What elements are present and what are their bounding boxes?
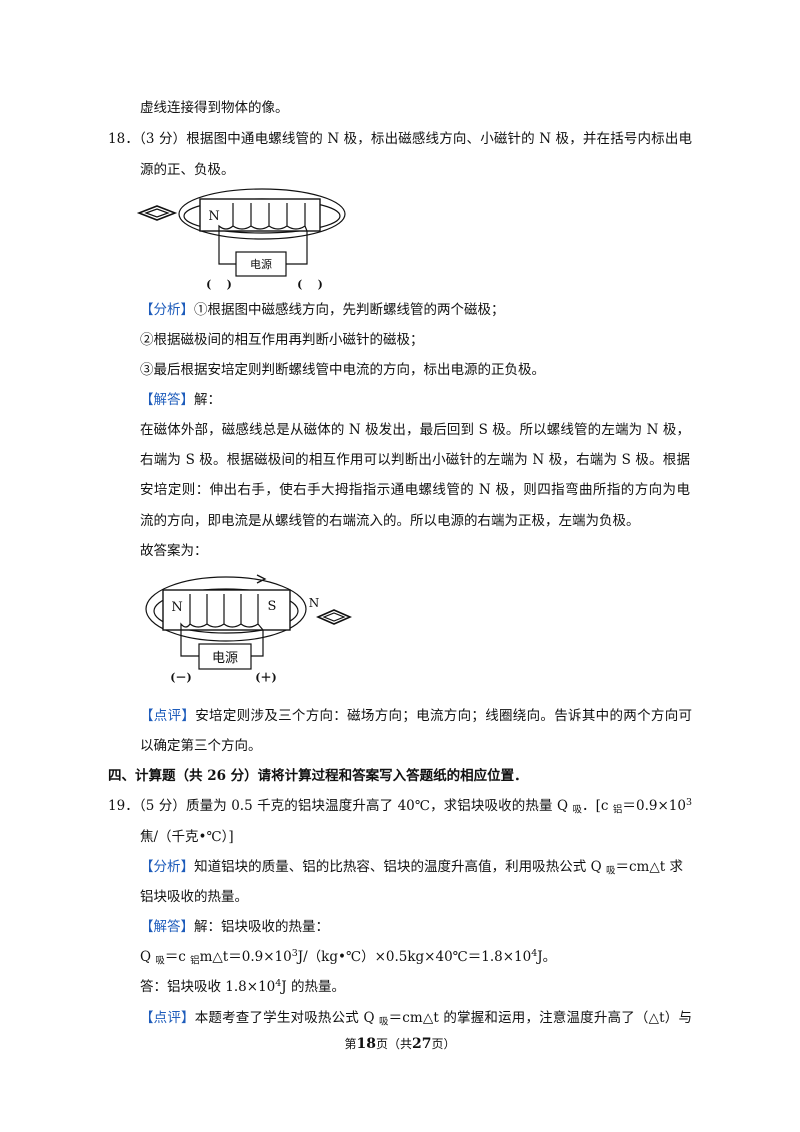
analysis-text: 知道铝块的质量、铝的比热容、铝块的温度升高值，利用吸热公式 Q xyxy=(194,859,606,875)
q18-number: 18． xyxy=(108,131,139,147)
comment-tag: 【点评】 xyxy=(140,1010,195,1026)
q18-answer-intro: 故答案为： xyxy=(140,543,208,559)
page-total: 27 xyxy=(412,1036,432,1052)
q19-solution-heading: 【解答】解：铝块吸收的热量： xyxy=(140,917,329,937)
q18-stem-line2: 源的正、负极。 xyxy=(140,162,235,178)
solenoid-coil xyxy=(218,203,308,232)
solenoid-body xyxy=(162,589,291,631)
q18-solution-line2: 右端为 S 极。根据磁极间的相互作用可以判断出小磁针的左端为 N 极，右端为 S… xyxy=(140,452,690,468)
page-footer: 第18页（共27页） xyxy=(0,1034,800,1054)
solenoid-n-label: N xyxy=(208,209,219,224)
q18-stem-text: （3 分）根据图中通电螺线管的 N 极，标出磁感线方向、小磁针的 N 极，并在括… xyxy=(139,131,692,147)
compass-needle-icon xyxy=(316,609,352,625)
q18-answer-diagram: N S N 电源 (－) (＋) xyxy=(145,574,352,684)
subscript: 吸 xyxy=(605,865,616,877)
solenoid-coil xyxy=(180,594,264,631)
solenoid-n-label: N xyxy=(171,600,182,615)
q19-number: 19． xyxy=(108,798,139,814)
formula-text: Q xyxy=(140,949,156,965)
comment-tag: 【点评】 xyxy=(140,708,196,724)
q18-stem-line1: 18．（3 分）根据图中通电螺线管的 N 极，标出磁感线方向、小磁针的 N 极，… xyxy=(108,129,692,149)
formula-text: J/（kg•℃）×0.5kg×40℃＝1.8×10 xyxy=(297,949,532,965)
field-line-outer xyxy=(178,188,346,240)
negative-terminal-label: (－) xyxy=(170,671,191,684)
positive-terminal-label: (＋) xyxy=(255,671,276,684)
superscript: 3 xyxy=(685,796,692,808)
footer-text: 页） xyxy=(431,1037,456,1051)
q18-solution-line4: 流的方向，即电流是从螺线管的右端流入的。所以电源的右端为正极，左端为负极。 xyxy=(140,513,640,529)
comment-text: 本题考查了学生对吸热公式 Q xyxy=(194,1010,379,1026)
q18-analysis-line3: ③最后根据安培定则判断螺线管中电流的方向，标出电源的正负极。 xyxy=(140,362,545,378)
page-number: 18 xyxy=(356,1036,376,1052)
q19-analysis-line2: 铝块吸收的热量。 xyxy=(140,889,248,905)
q18-solution-line1: 在磁体外部，磁感线总是从磁体的 N 极发出，最后回到 S 极。所以螺线管的左端为… xyxy=(140,422,690,438)
analysis-tag: 【分析】 xyxy=(140,859,195,875)
q18-solution-line3: 安培定则：伸出右手，使右手大拇指指示通电螺线管的 N 极，则四指弯曲所指的方向为… xyxy=(140,482,690,498)
formula-text: J。 xyxy=(537,949,557,965)
field-direction-arrow-icon xyxy=(256,574,267,584)
analysis-text: ＝cm△t 求 xyxy=(615,859,683,875)
solenoid-body xyxy=(199,198,321,232)
analysis-tag: 【分析】 xyxy=(140,302,194,318)
solution-intro: 解：铝块吸收的热量： xyxy=(194,919,329,935)
q19-formula: Q 吸＝c 铝m△t＝0.9×103J/（kg•℃）×0.5kg×40℃＝1.8… xyxy=(140,947,556,967)
compass-needle-inner xyxy=(322,612,346,622)
compass-needle-icon xyxy=(136,205,178,221)
subscript: 吸 xyxy=(155,955,165,967)
section-title: 四、计算题（共 26 分）请将计算过程和答案写入答题纸的相应位置． xyxy=(108,768,528,784)
subscript: 吸 xyxy=(572,804,582,816)
subscript: 铝 xyxy=(612,804,623,816)
comment-text: 安培定则涉及三个方向：磁场方向；电流方向；线圈绕向。告诉其中的两个方向可 xyxy=(195,708,693,724)
q19-comment-line1: 【点评】本题考查了学生对吸热公式 Q 吸＝cm△t 的掌握和运用，注意温度升高了… xyxy=(140,1008,692,1028)
q18-solution-heading: 【解答】解： xyxy=(140,390,221,410)
subscript: 吸 xyxy=(379,1016,389,1028)
q18-question-diagram: N 电源 ( ) ( ) xyxy=(136,188,346,291)
superscript: 4 xyxy=(531,947,538,959)
circuit-wire xyxy=(218,231,308,265)
field-line-inner xyxy=(153,588,299,634)
analysis-text: ①根据图中磁感线方向，先判断螺线管的两个磁极； xyxy=(194,302,505,318)
power-supply-label: 电源 xyxy=(250,257,272,271)
solution-intro: 解： xyxy=(194,392,221,408)
solution-tag: 【解答】 xyxy=(140,919,194,935)
right-terminal-bracket: ( ) xyxy=(297,278,323,291)
q18-comment-line1: 【点评】安培定则涉及三个方向：磁场方向；电流方向；线圈绕向。告诉其中的两个方向可 xyxy=(140,706,692,726)
formula-text: ＝c xyxy=(164,949,191,965)
needle-n-label: N xyxy=(309,596,320,610)
q18-analysis-line2: ②根据磁极间的相互作用再判断小磁针的磁极； xyxy=(140,332,424,348)
q18-analysis-line1: 【分析】①根据图中磁感线方向，先判断螺线管的两个磁极； xyxy=(140,300,505,320)
power-supply-box xyxy=(235,251,287,277)
q19-analysis-line1: 【分析】知道铝块的质量、铝的比热容、铝块的温度升高值，利用吸热公式 Q 吸＝cm… xyxy=(140,857,683,877)
circuit-wire xyxy=(180,630,264,657)
q19-stem-text: ＝0.9×10 xyxy=(622,798,686,814)
formula-text: m△t＝0.9×10 xyxy=(199,949,292,965)
q19-stem-text: （5 分）质量为 0.5 千克的铝块温度升高了 40℃，求铝块吸收的热量 Q xyxy=(138,798,573,814)
previous-answer-tail: 虚线连接得到物体的像。 xyxy=(140,100,289,116)
q19-answer: 答：铝块吸收 1.8×104J 的热量。 xyxy=(140,977,345,997)
compass-needle-inner xyxy=(144,208,170,218)
q18-comment-line2: 以确定第三个方向。 xyxy=(140,738,262,754)
footer-text: 第 xyxy=(344,1037,357,1051)
answer-text: 答：铝块吸收 1.8×10 xyxy=(140,979,276,995)
q19-stem-text: ．[c xyxy=(582,798,613,814)
power-supply-label: 电源 xyxy=(212,651,238,666)
q19-stem-line2: 焦/（千克•℃）] xyxy=(140,829,234,845)
superscript: 3 xyxy=(291,947,298,959)
footer-text: 页（共 xyxy=(375,1037,412,1051)
power-supply-box xyxy=(198,643,252,670)
answer-text: J 的热量。 xyxy=(281,979,345,995)
comment-text: ＝cm△t 的掌握和运用，注意温度升高了（△t）与 xyxy=(388,1010,692,1026)
left-terminal-bracket: ( ) xyxy=(206,278,232,291)
superscript: 4 xyxy=(275,977,282,989)
subscript: 铝 xyxy=(190,955,200,967)
field-line-outer xyxy=(145,576,307,642)
solenoid-s-label: S xyxy=(268,599,277,614)
q19-stem-line1: 19．（5 分）质量为 0.5 千克的铝块温度升高了 40℃，求铝块吸收的热量 … xyxy=(108,796,692,816)
solution-tag: 【解答】 xyxy=(140,392,194,408)
